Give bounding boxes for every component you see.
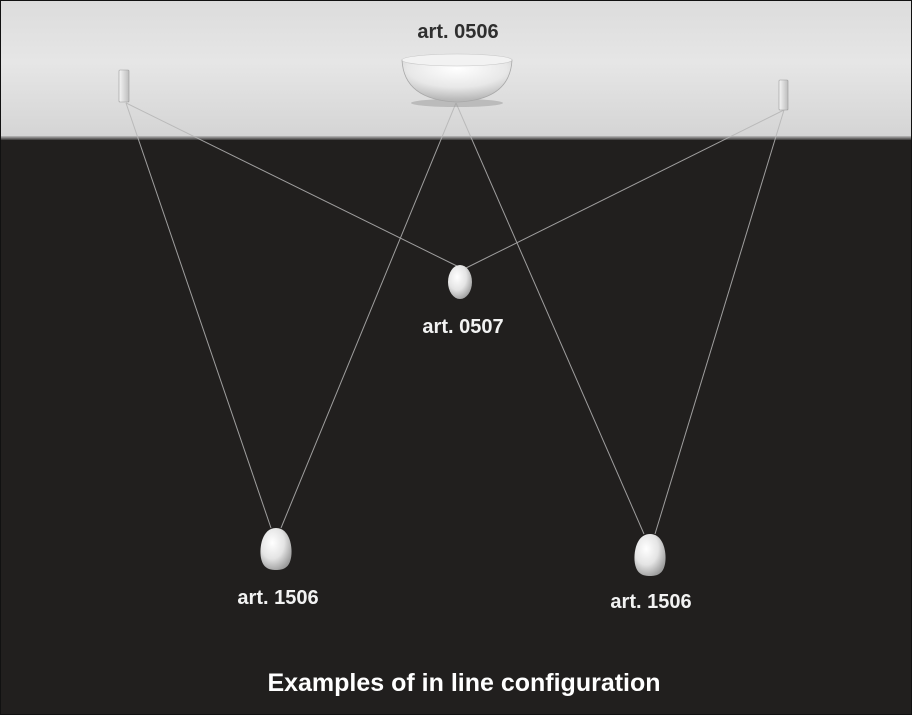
wire <box>280 102 457 529</box>
wire <box>654 109 785 535</box>
label-right-pendant: art. 1506 <box>610 591 692 613</box>
left-pendant-lamp <box>260 528 292 570</box>
caption: Examples of in line configuration <box>267 669 661 697</box>
wire <box>455 102 645 535</box>
right-pendant-lamp <box>634 534 666 576</box>
dark-wall <box>0 139 912 715</box>
suspension-wires <box>125 102 785 535</box>
label-center-pendant: art. 0507 <box>422 316 504 338</box>
label-left-pendant: art. 1506 <box>237 587 319 609</box>
wire <box>125 102 462 269</box>
wire <box>465 109 785 269</box>
center-pendant-lamp <box>448 265 472 299</box>
ceiling-rose <box>401 53 513 107</box>
right-wire-anchor <box>778 79 789 111</box>
wire <box>125 102 272 529</box>
label-ceiling-rose: art. 0506 <box>417 21 499 43</box>
ceiling-edge <box>0 136 912 140</box>
left-wire-anchor <box>118 69 130 103</box>
